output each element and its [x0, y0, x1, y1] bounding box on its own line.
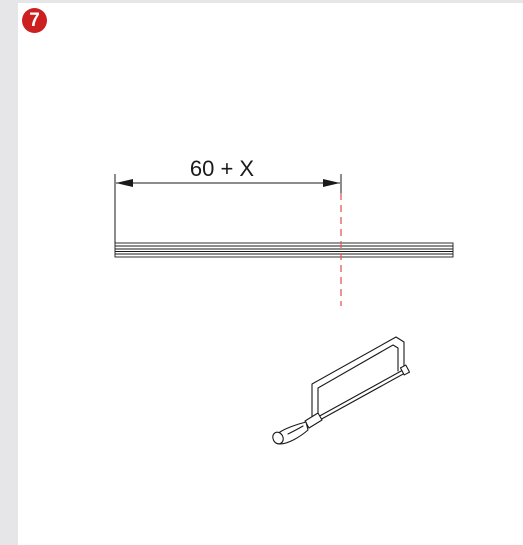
instruction-panel — [18, 3, 523, 545]
dimension-annotation — [114, 174, 342, 243]
dimension-arrow-right — [323, 179, 340, 187]
dimension-label: 60 + X — [190, 156, 255, 181]
top-border — [0, 0, 523, 3]
profile-rail — [114, 242, 454, 258]
hacksaw-icon — [272, 336, 411, 445]
dimension-arrow-left — [116, 179, 133, 187]
step-number-badge: 7 — [22, 8, 47, 33]
